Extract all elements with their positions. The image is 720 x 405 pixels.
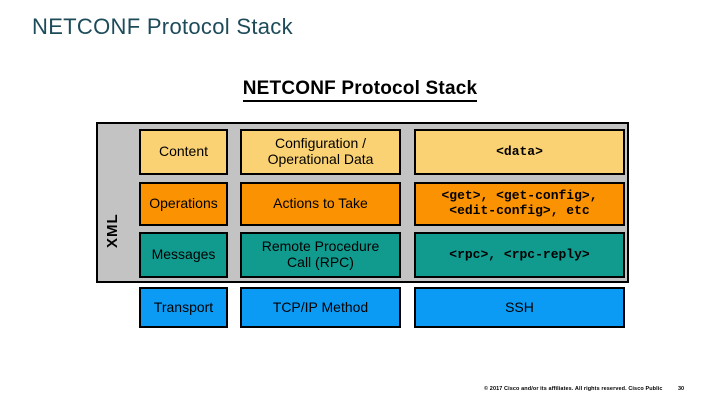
layer-label-messages: Messages [139, 232, 228, 278]
layer-label-content-text: Content [158, 143, 209, 160]
ex-line-1: <data> [496, 143, 543, 159]
layer-description-operations: Actions to Take [240, 182, 401, 226]
layer-examples-operations: <get>, <get-config>, <edit-config>, etc [414, 182, 625, 226]
slide-footer: © 2017 Cisco and/or its affiliates. All … [0, 386, 720, 398]
layer-examples-messages-text: <rpc>, <rpc-reply> [445, 246, 593, 263]
ex-line-2: <edit-config>, etc [449, 203, 590, 218]
layer-label-messages-text: Messages [151, 246, 216, 263]
layer-label-operations: Operations [139, 182, 228, 226]
diagram-title: NETCONF Protocol Stack [0, 78, 720, 102]
layer-examples-content: <data> [414, 129, 625, 175]
diagram-title-text: NETCONF Protocol Stack [242, 78, 478, 102]
layer-description-transport: TCP/IP Method [240, 287, 401, 328]
layer-description-content-text: Configuration / Operational Data [264, 135, 378, 167]
desc-line-1: TCP/IP Method [272, 298, 369, 315]
layer-description-messages-text: Remote Procedure Call (RPC) [258, 238, 384, 270]
layer-description-content: Configuration / Operational Data [240, 129, 401, 175]
layer-examples-operations-text: <get>, <get-config>, <edit-config>, etc [437, 189, 601, 218]
desc-line-2: Operational Data [267, 151, 374, 167]
footer-page-number: 30 [678, 386, 685, 392]
layer-description-operations-text: Actions to Take [269, 195, 372, 212]
desc-line-1: Actions to Take [273, 195, 368, 212]
ex-line-1: <get>, <get-config>, [441, 188, 598, 204]
netconf-protocol-stack-diagram: NETCONF Protocol Stack XML Content Confi… [0, 78, 720, 338]
desc-line-1: Remote Procedure [261, 238, 380, 255]
layer-examples-messages: <rpc>, <rpc-reply> [414, 232, 625, 278]
layer-label-transport-text: Transport [153, 298, 214, 315]
slide-title: NETCONF Protocol Stack [32, 14, 293, 39]
layer-label-content: Content [139, 129, 228, 175]
ex-line-1: <rpc>, <rpc-reply> [449, 246, 590, 262]
layer-examples-transport: SSH [414, 287, 625, 328]
layer-examples-content-text: <data> [492, 143, 547, 160]
layer-description-messages: Remote Procedure Call (RPC) [240, 232, 401, 278]
footer-copyright: © 2017 Cisco and/or its affiliates. All … [484, 386, 663, 392]
layer-label-transport: Transport [139, 287, 228, 328]
layer-description-transport-text: TCP/IP Method [269, 298, 372, 316]
xml-group-label: XML [104, 213, 121, 248]
desc-line-2: Call (RPC) [287, 254, 354, 270]
desc-line-1: Configuration / [274, 135, 367, 152]
layer-label-operations-text: Operations [149, 195, 218, 212]
ex-line-1: SSH [505, 298, 534, 315]
layer-examples-transport-text: SSH [501, 298, 538, 316]
